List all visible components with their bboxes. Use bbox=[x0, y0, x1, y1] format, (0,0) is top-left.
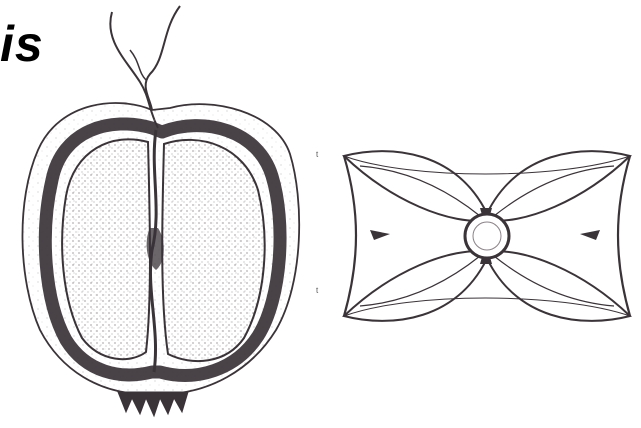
figure-marker: t bbox=[316, 286, 318, 295]
accent bbox=[580, 230, 600, 240]
petal-upper-right bbox=[484, 151, 630, 221]
frame-left bbox=[344, 156, 356, 316]
stalk-line bbox=[130, 50, 146, 80]
central-ovary bbox=[465, 214, 509, 258]
petal-lower-left bbox=[344, 251, 490, 321]
accent bbox=[370, 230, 390, 240]
right-cotyledon bbox=[162, 140, 264, 361]
petal-lower-right bbox=[484, 251, 630, 321]
petal-upper-left bbox=[344, 151, 490, 221]
stalk-line bbox=[146, 6, 180, 110]
figure-marker: t bbox=[316, 150, 318, 159]
seed-section-illustration bbox=[0, 0, 330, 428]
floral-diagram-illustration bbox=[330, 130, 641, 340]
frame-right bbox=[618, 156, 630, 316]
seed-base bbox=[118, 392, 188, 416]
